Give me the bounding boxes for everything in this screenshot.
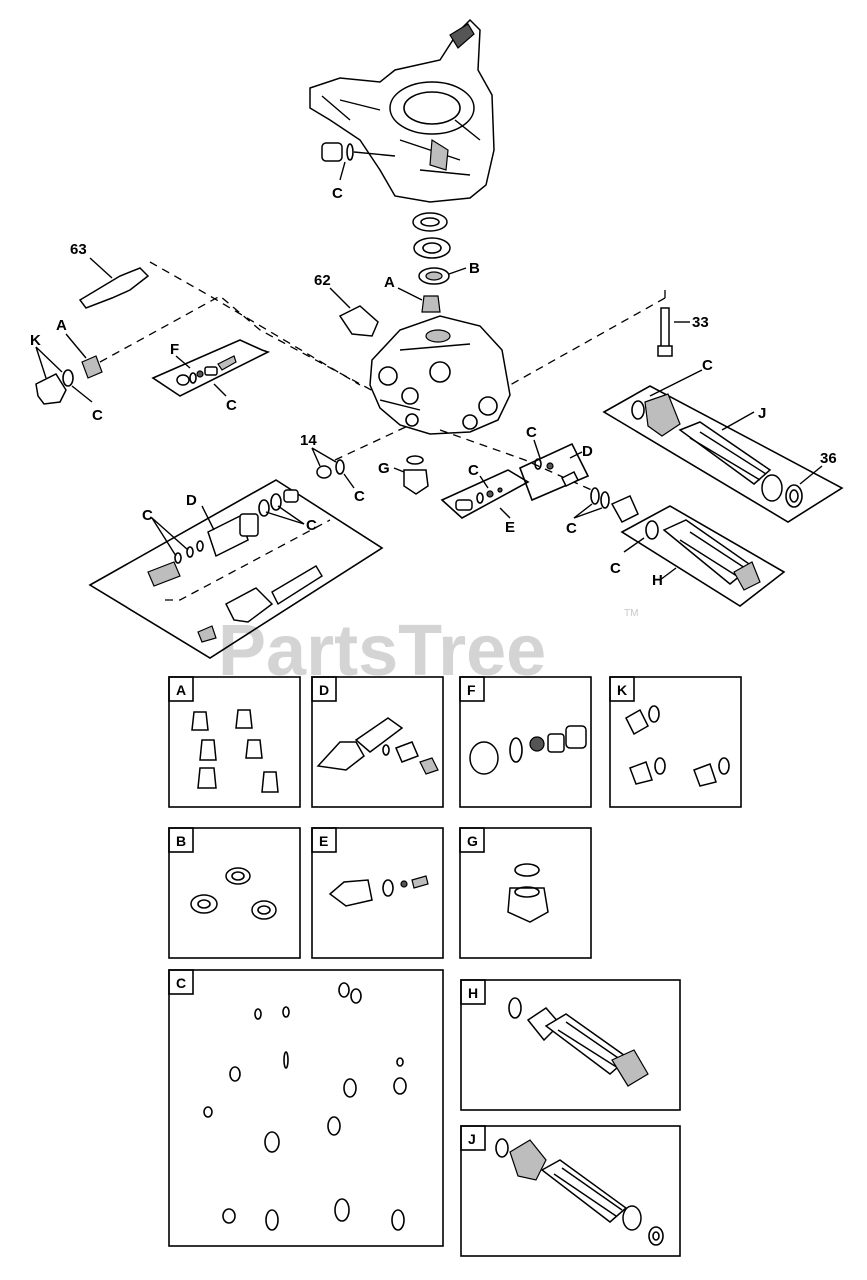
watermark-text: PartsTree xyxy=(218,611,546,691)
kit-box-g: G xyxy=(459,827,592,959)
kit-box-b-label: B xyxy=(176,833,186,849)
callout-c-14: C xyxy=(354,488,365,505)
oring-k-left xyxy=(62,369,74,387)
kit-box-k: K xyxy=(609,676,742,808)
kit-e-parts xyxy=(455,487,503,511)
callout-j-kit: J xyxy=(758,405,766,422)
kit-box-h-label: H xyxy=(468,985,478,1001)
kit-d-small-parts xyxy=(534,458,580,488)
kit-box-f: F xyxy=(459,676,592,808)
bolt-33 xyxy=(660,307,670,349)
oring-g-mid xyxy=(406,455,424,465)
guide-line-d xyxy=(165,519,331,601)
callout-14: 14 xyxy=(300,432,317,449)
kit-frame-h xyxy=(620,505,786,607)
callout-62: 62 xyxy=(314,272,331,289)
housing-plug-oring xyxy=(346,143,354,161)
kit-frame-f xyxy=(151,339,271,397)
kit-box-k-label: K xyxy=(617,682,627,698)
fitting-pair xyxy=(610,495,639,523)
callout-c-dmain-r: C xyxy=(306,517,317,534)
kit-frame-d-main xyxy=(88,479,384,659)
kit-box-e: E xyxy=(311,827,444,959)
kit-box-d: D xyxy=(311,676,444,808)
kit-box-a: A xyxy=(168,676,301,808)
callout-c-left: C xyxy=(92,407,103,424)
callout-a-mid: A xyxy=(384,274,395,291)
callout-c-top: C xyxy=(332,185,343,202)
callout-b-mid: B xyxy=(469,260,480,277)
kit-box-e-label: E xyxy=(319,833,328,849)
callout-h-kit: H xyxy=(652,572,663,589)
callout-d-main: D xyxy=(186,492,197,509)
kit-box-c: C xyxy=(168,969,444,1247)
plug-g-mid xyxy=(403,469,429,495)
kit-box-a-label: A xyxy=(176,682,186,698)
plug-k-left xyxy=(35,373,67,405)
callout-d-side: D xyxy=(582,443,593,460)
callout-c-hkit: C xyxy=(610,560,621,577)
callout-k-left: K xyxy=(30,332,41,349)
kit-box-j: J xyxy=(460,1125,681,1257)
guide-line-a-left xyxy=(99,295,376,393)
kit-h-parts xyxy=(645,519,761,591)
part-62 xyxy=(338,305,379,337)
housing-plug xyxy=(321,142,343,162)
watermark-trademark: TM xyxy=(624,608,638,619)
oring-pair-1 xyxy=(590,487,600,505)
kit-frame-j xyxy=(602,385,844,523)
kit-frame-d-small xyxy=(518,442,590,502)
kit-d-main-parts xyxy=(147,489,323,643)
valve-a-left xyxy=(81,355,103,379)
manifold-body xyxy=(369,315,511,435)
kit-j-parts xyxy=(631,393,803,508)
guide-line-33 xyxy=(509,290,666,386)
callout-33: 33 xyxy=(692,314,709,331)
kit-box-g-label: G xyxy=(467,833,478,849)
guide-line-14 xyxy=(334,424,411,461)
crankcase-housing xyxy=(309,18,495,203)
kit-box-h: H xyxy=(460,979,681,1111)
callout-g-mid: G xyxy=(378,460,390,477)
seal-stack-b xyxy=(412,212,451,285)
kit-box-f-label: F xyxy=(467,682,476,698)
callout-e-kit: E xyxy=(505,519,515,536)
part-63 xyxy=(78,267,150,309)
oring-14 xyxy=(335,459,345,475)
guide-line-63 xyxy=(149,261,361,386)
callout-c-fkit: C xyxy=(226,397,237,414)
kit-f-parts xyxy=(176,355,237,386)
callout-c-eside: C xyxy=(468,462,479,479)
callout-c-dside: C xyxy=(526,424,537,441)
kit-frame-e xyxy=(440,469,530,519)
callout-36: 36 xyxy=(820,450,837,467)
valve-a-mid xyxy=(421,295,441,313)
kit-box-j-label: J xyxy=(468,1131,476,1147)
kit-box-c-label: C xyxy=(176,975,186,991)
oring-pair-2 xyxy=(600,491,610,509)
part-14 xyxy=(316,465,332,479)
callout-c-dmain-l: C xyxy=(142,507,153,524)
callout-63: 63 xyxy=(70,241,87,258)
callout-a-left: A xyxy=(56,317,67,334)
kit-box-b: B xyxy=(168,827,301,959)
kit-box-d-label: D xyxy=(319,682,329,698)
callout-c-jkit: C xyxy=(702,357,713,374)
callout-f-kit: F xyxy=(170,341,179,358)
callout-c-pair: C xyxy=(566,520,577,537)
